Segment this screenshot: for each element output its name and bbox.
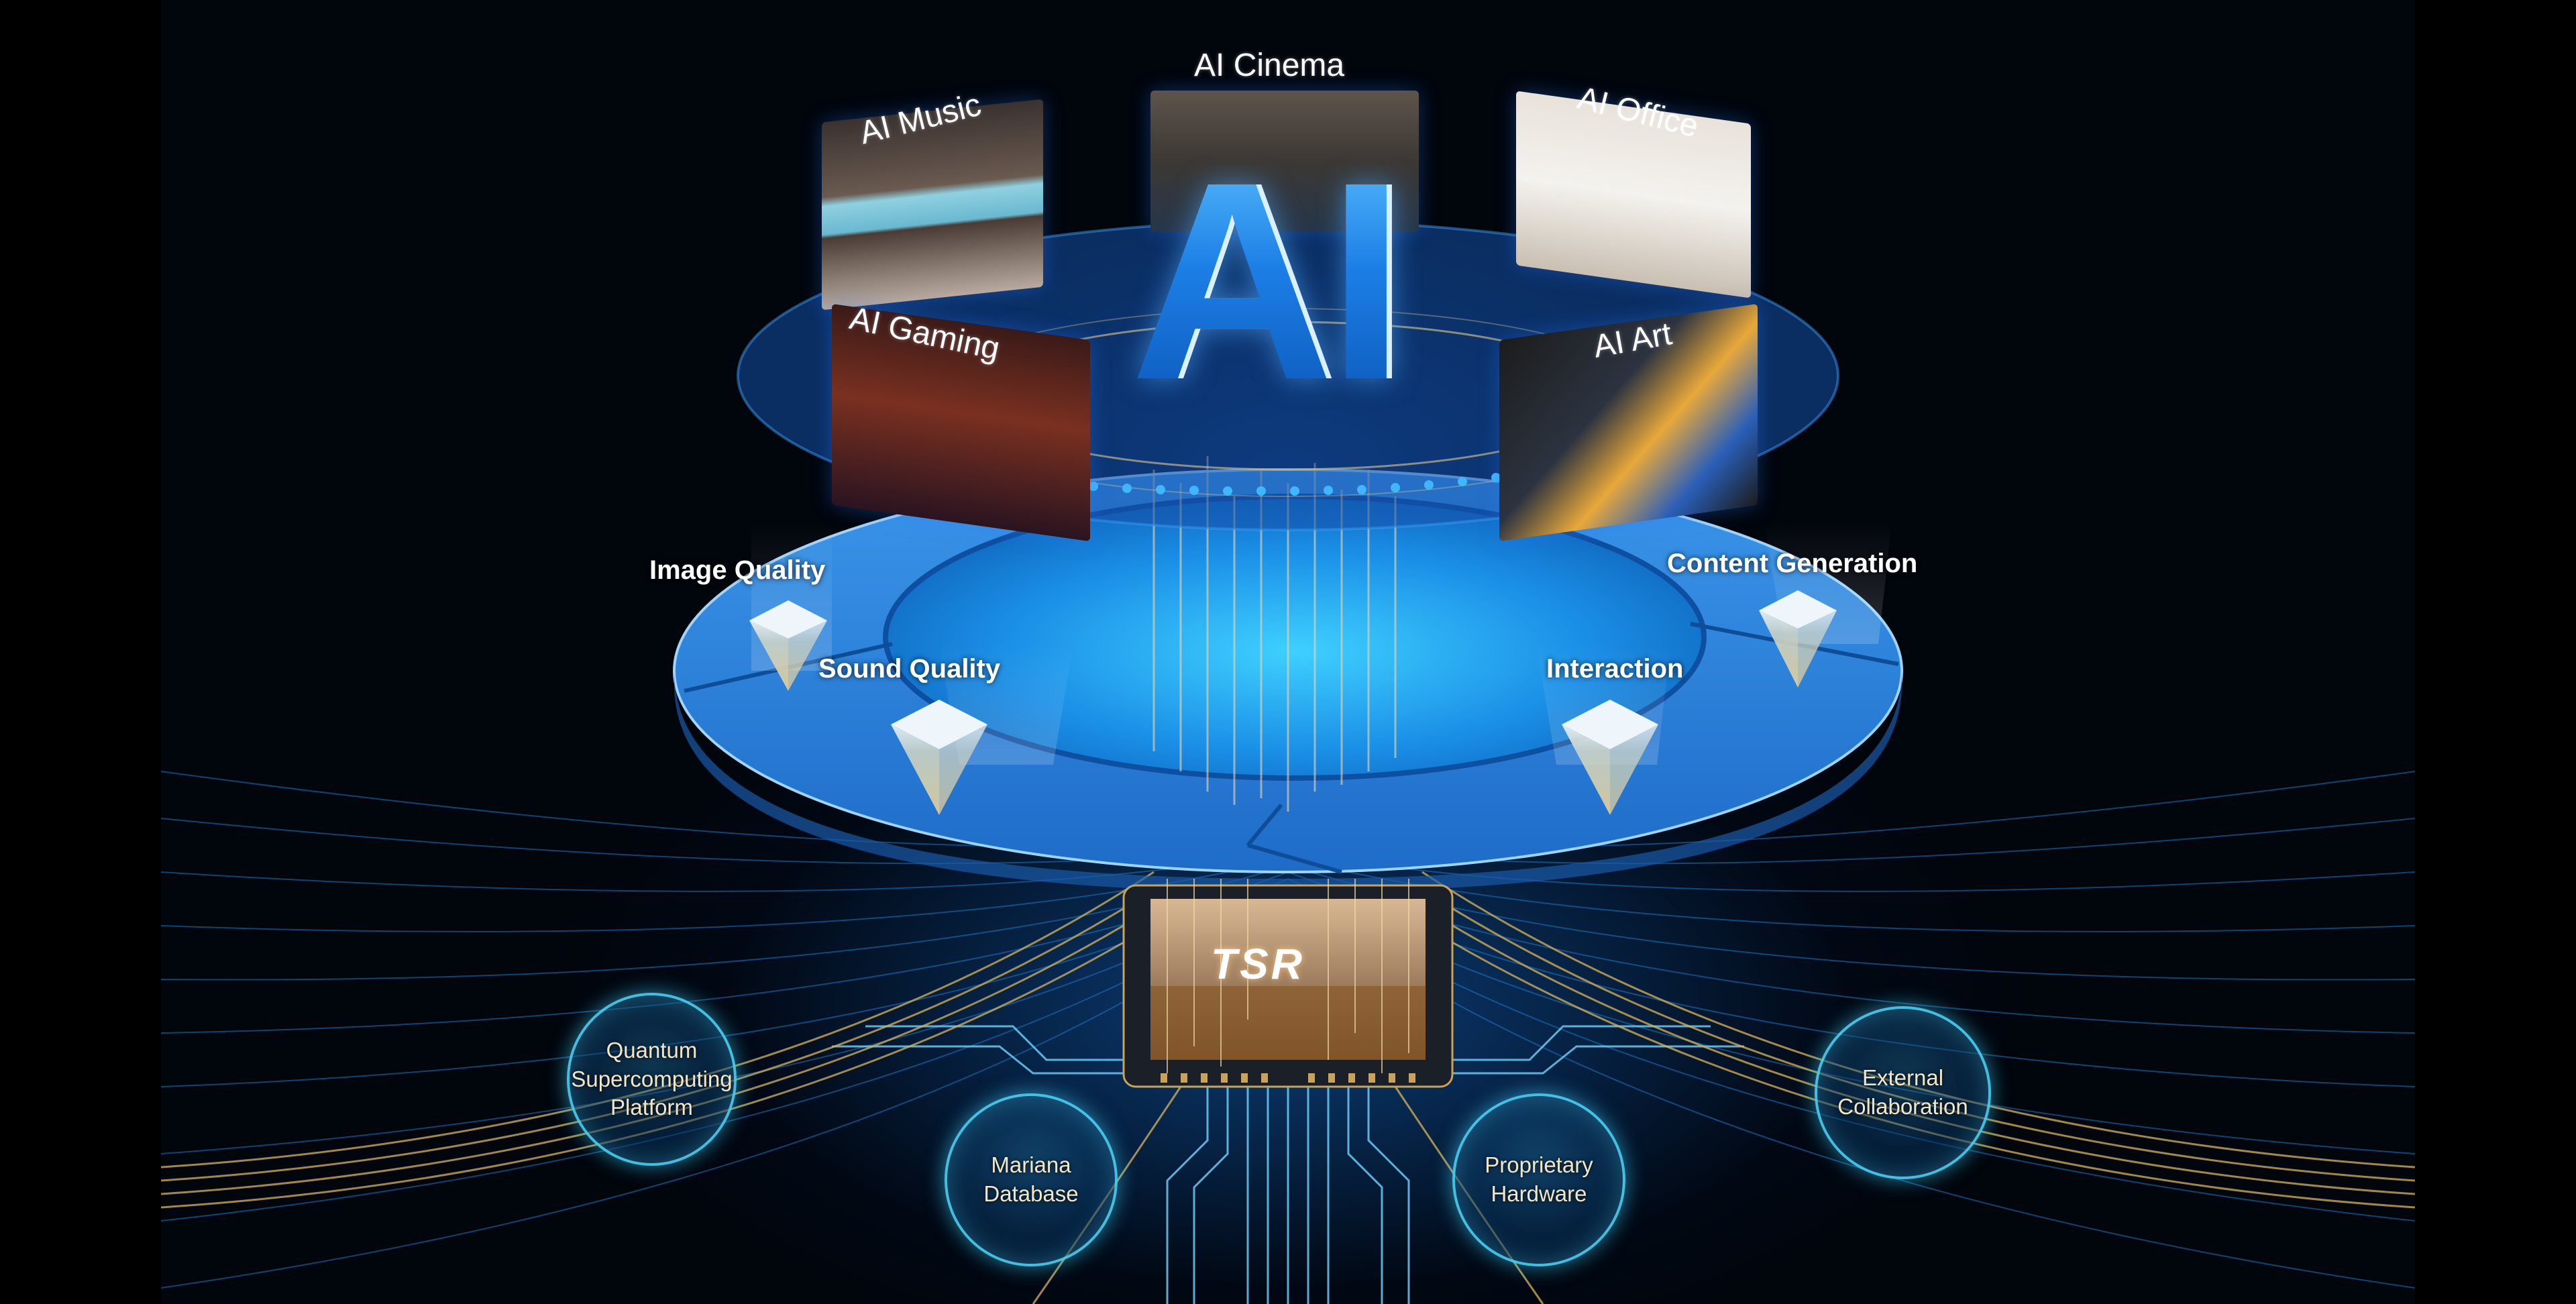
foundation-label: Mariana Database [983,1152,1079,1206]
capability-sound-quality: Sound Quality [818,654,1001,684]
foundation-mariana-database: Mariana Database [945,1093,1118,1266]
gem-interaction [1536,644,1670,815]
capability-interaction: Interaction [1546,654,1684,684]
capability-content-generation: Content Generation [1667,549,1918,578]
foundation-label: Quantum Supercomputing Platform [571,1037,733,1120]
chip-label-tsr: TSR [1211,940,1305,988]
tsr-chip [1122,879,1454,1088]
foundation-quantum-supercomputing: Quantum Supercomputing Platform [567,993,737,1166]
gem-sound-quality [891,644,1073,815]
foundation-label: External Collaboration [1837,1065,1968,1119]
gem-content-generation [1759,523,1892,688]
gem-image-quality [749,523,832,691]
panel-ai-cinema [1150,91,1419,231]
diagram-stage: AI Music AI Cinema AI Office AI Gaming A… [161,0,2415,1304]
foundation-external-collaboration: External Collaboration [1815,1006,1991,1179]
foundation-proprietary-hardware: Proprietary Hardware [1452,1093,1625,1266]
app-label-ai-cinema: AI Cinema [1194,48,1345,83]
foundation-label: Proprietary Hardware [1485,1152,1593,1206]
capability-image-quality: Image Quality [649,555,826,585]
center-ai-title: AI [1130,124,1405,439]
